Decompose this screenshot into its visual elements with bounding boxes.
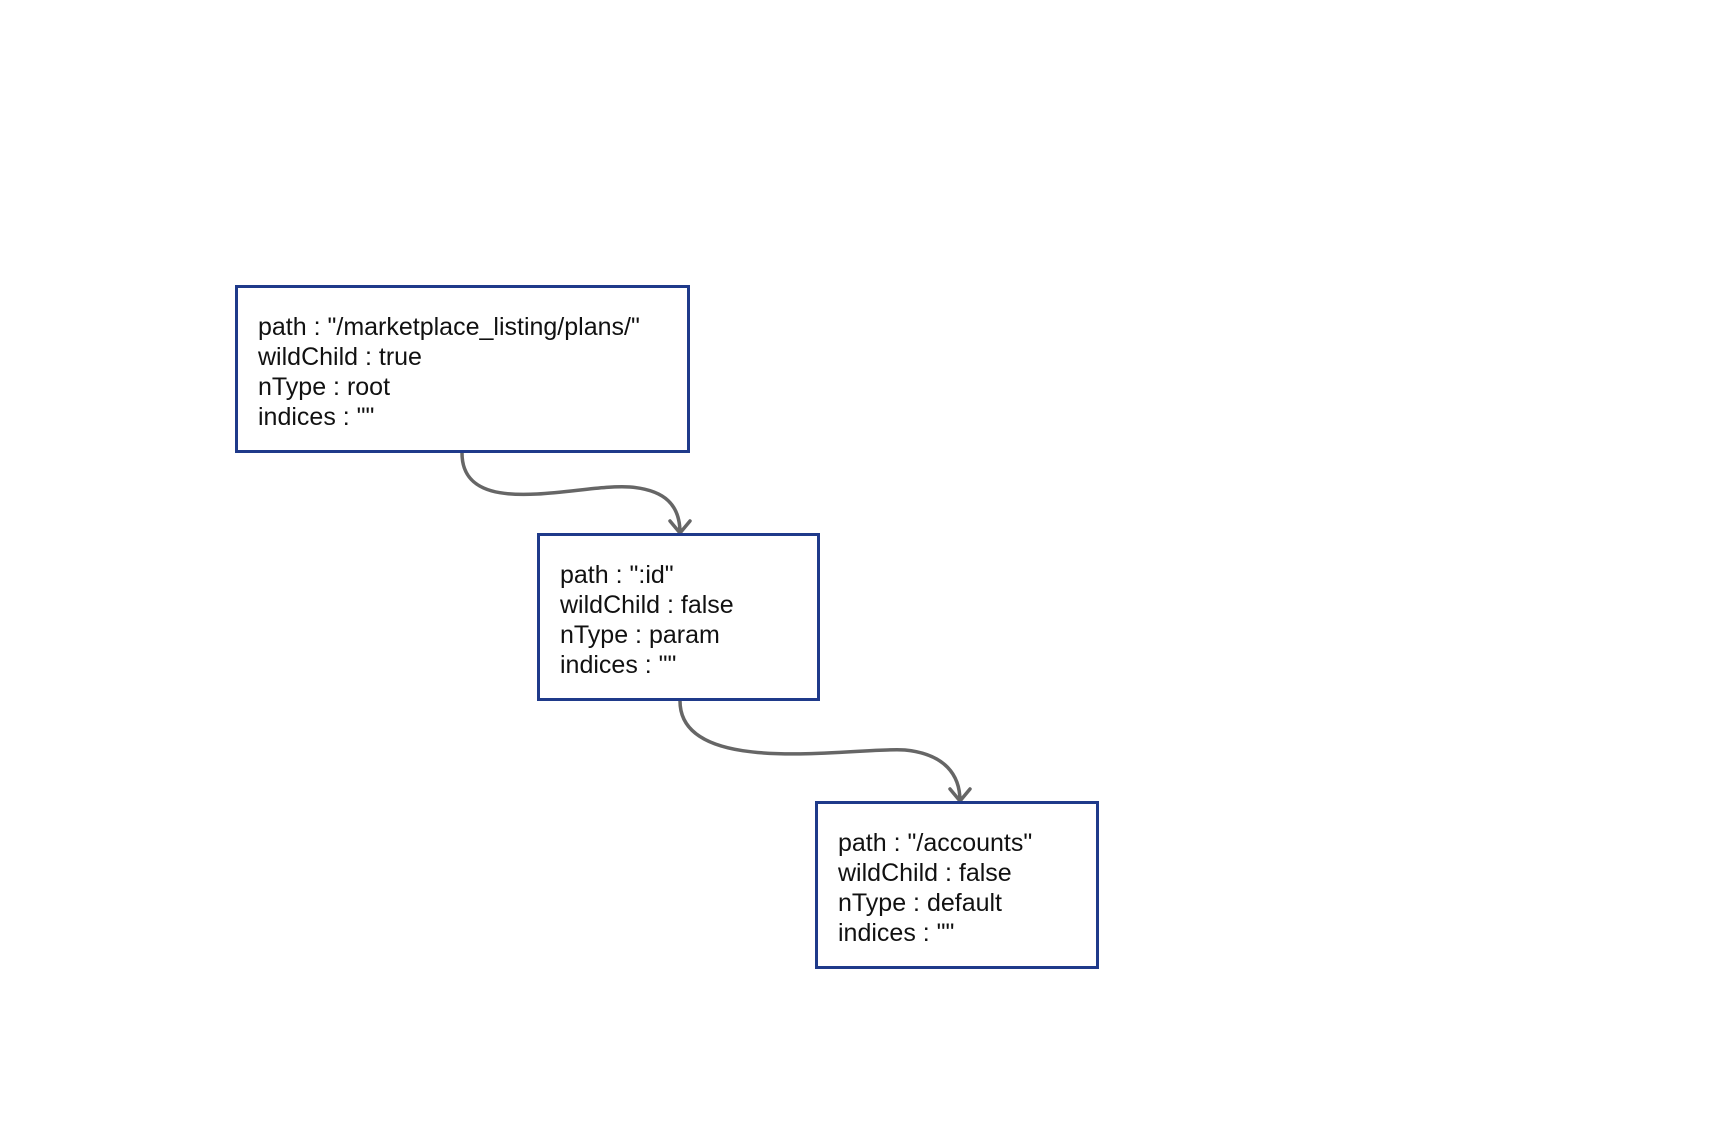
edge-root-to-param [460,452,682,534]
node-path: path : ":id" [560,561,674,589]
tree-node-accounts: path : "/accounts" wildChild : false nTy… [815,801,1099,969]
node-wildchild: wildChild : true [258,343,422,371]
node-ntype: nType : param [560,621,720,649]
node-ntype: nType : root [258,373,391,401]
node-wildchild: wildChild : false [838,859,1012,887]
node-path: path : "/accounts" [838,829,1033,857]
tree-node-root: path : "/marketplace_listing/plans/" wil… [235,285,690,453]
node-indices: indices : "" [560,651,677,679]
node-path: path : "/marketplace_listing/plans/" [258,313,640,341]
node-ntype: nType : default [838,889,1003,917]
node-wildchild: wildChild : false [560,591,734,619]
tree-node-param: path : ":id" wildChild : false nType : p… [537,533,820,701]
edge-param-to-accounts [678,700,962,802]
node-indices: indices : "" [838,919,955,947]
node-indices: indices : "" [258,403,375,431]
